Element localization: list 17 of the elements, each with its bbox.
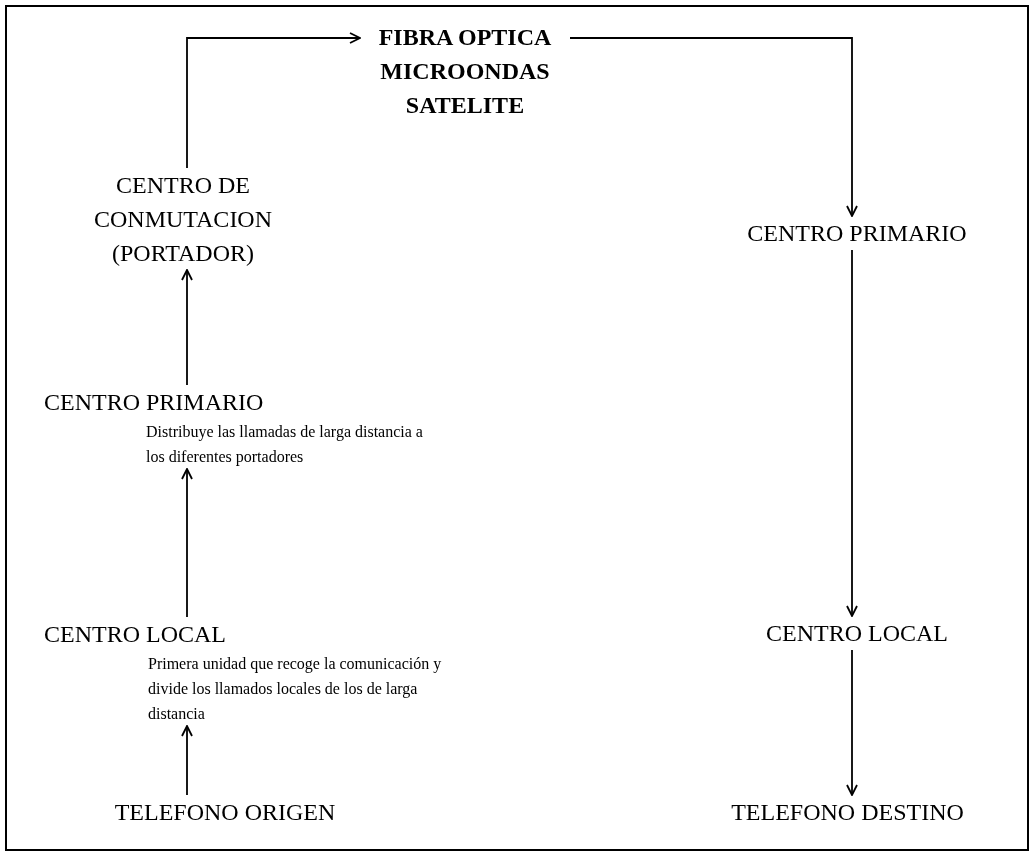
arrow <box>846 649 858 796</box>
arrow <box>186 32 361 169</box>
node-label: CENTRO LOCAL <box>765 619 949 648</box>
node-label: CENTRO PRIMARIO <box>44 388 265 417</box>
arrow <box>569 37 858 217</box>
node-label: TELEFONO ORIGEN <box>113 798 337 827</box>
arrow <box>181 725 193 796</box>
node-label: TELEFONO DESTINO <box>730 798 965 827</box>
node-label: CENTRO DE CONMUTACION (PORTADOR) <box>92 171 274 268</box>
description-note: Primera unidad que recoge la comunicación y divide los llamados locales de los de larga distancia <box>148 654 443 724</box>
node-label: CENTRO LOCAL <box>44 620 227 649</box>
arrow <box>181 468 193 618</box>
arrow <box>846 249 858 617</box>
node-label: FIBRA OPTICA MICROONDAS SATELITE <box>377 23 553 120</box>
node-label: CENTRO PRIMARIO <box>746 219 968 248</box>
arrow <box>181 269 193 386</box>
description-note: Distribuye las llamadas de larga distancia a los diferentes portadores <box>146 422 424 468</box>
